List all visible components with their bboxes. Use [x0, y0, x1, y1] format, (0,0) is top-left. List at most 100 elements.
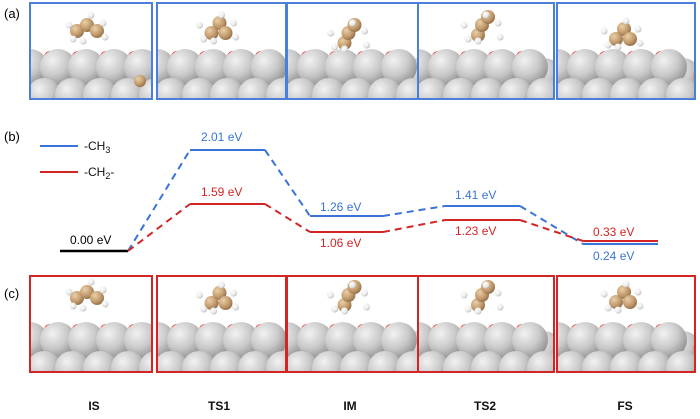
structure-fs: [556, 275, 696, 395]
pt-atom: [638, 351, 672, 372]
frame-ts2: [417, 275, 555, 373]
h-atom: [99, 286, 107, 294]
pt-atom: [418, 78, 449, 99]
pt-atom: [124, 49, 152, 85]
o-atom: [38, 383, 50, 395]
pt-atom: [55, 78, 89, 99]
pt-atom: [238, 351, 272, 372]
o-atom: [221, 383, 233, 395]
pt-atom: [512, 322, 548, 358]
h-atom: [218, 281, 225, 289]
pt-atom: [223, 49, 259, 85]
h-atom: [614, 306, 622, 314]
connector-ch2-1: [127, 203, 191, 252]
o-atom: [94, 110, 106, 122]
pt-atom: [396, 351, 418, 372]
pt-atom: [287, 78, 318, 99]
energy-label-ch3-ts2: 1.41 eV: [455, 188, 496, 202]
o-atom: [379, 383, 391, 395]
o-atom: [94, 383, 106, 395]
h-atom: [210, 307, 217, 315]
o-atom: [351, 110, 363, 122]
pt-atom: [167, 49, 203, 85]
frame-fs: [556, 2, 696, 100]
o-atom: [593, 110, 605, 122]
h-atom: [210, 37, 217, 45]
h-atom: [460, 21, 468, 29]
connector-ch3-4: [519, 205, 584, 245]
energy-label-ch2-im: 1.06 eV: [320, 236, 361, 250]
frame-is: [29, 275, 153, 373]
h-atom: [232, 303, 239, 311]
o-atom: [351, 383, 363, 395]
o-atom: [66, 383, 78, 395]
h-atom: [494, 289, 502, 297]
o-atom: [649, 110, 661, 122]
h-atom: [200, 35, 207, 43]
h-atom: [87, 278, 95, 286]
o-atom: [510, 383, 522, 395]
h-atom: [460, 291, 468, 299]
h-atom: [341, 307, 348, 315]
h-atom: [600, 290, 608, 298]
pt-atom: [251, 49, 286, 85]
pt-atom: [368, 351, 402, 372]
h-atom: [218, 11, 225, 19]
structure-ts1: [156, 2, 287, 122]
pt-atom: [30, 78, 61, 99]
pt-atom: [297, 322, 333, 358]
o-atom: [122, 110, 134, 122]
h-atom: [65, 288, 73, 296]
h-atom: [101, 33, 109, 41]
o-atom: [621, 110, 633, 122]
pt-atom: [595, 322, 631, 358]
h-atom: [604, 41, 612, 49]
pt-atom: [312, 78, 346, 99]
o-atom: [621, 383, 633, 395]
structure-fs: [556, 2, 696, 122]
pt-atom: [325, 49, 361, 85]
pt-atom: [238, 78, 272, 99]
pt-atom: [381, 49, 417, 85]
h-atom: [636, 39, 644, 47]
pt-atom: [182, 78, 216, 99]
o-atom: [277, 383, 289, 395]
pt-atom: [96, 322, 132, 358]
h-atom: [99, 19, 107, 27]
h-atom: [614, 43, 622, 51]
o-atom: [565, 110, 577, 122]
pt-atom: [582, 351, 616, 372]
pt-atom: [567, 322, 603, 358]
pt-atom: [195, 49, 231, 85]
h-atom: [87, 11, 95, 19]
h-atom: [482, 281, 490, 289]
pt-atom: [340, 351, 374, 372]
structure-ts1: [156, 275, 289, 395]
structure-ts2: [417, 2, 555, 100]
structure-im: [286, 2, 419, 122]
connector-ch3-1: [127, 149, 191, 252]
h-atom: [230, 289, 237, 297]
c-atom: [204, 296, 219, 310]
o-atom: [649, 383, 661, 395]
h-atom: [482, 11, 490, 19]
h-atom: [79, 37, 87, 45]
state-label-ts1: TS1: [208, 399, 230, 413]
h-atom: [622, 280, 630, 288]
legend-label-ch3: -CH3: [84, 139, 110, 155]
h-atom: [496, 303, 504, 311]
pt-atom: [582, 78, 616, 99]
c-atom: [218, 296, 233, 310]
pt-atom: [499, 78, 533, 99]
pt-atom: [111, 351, 145, 372]
pt-atom: [610, 78, 644, 99]
pt-atom: [527, 351, 554, 372]
energy-label-ch2-ts2: 1.23 eV: [455, 224, 496, 238]
h-atom: [341, 45, 348, 53]
o-atom: [165, 110, 177, 122]
connector-ch2-3: [382, 219, 446, 233]
o-atom: [38, 110, 50, 122]
h-atom: [349, 19, 356, 27]
pt-atom: [40, 49, 76, 85]
pt-atom: [287, 351, 318, 372]
